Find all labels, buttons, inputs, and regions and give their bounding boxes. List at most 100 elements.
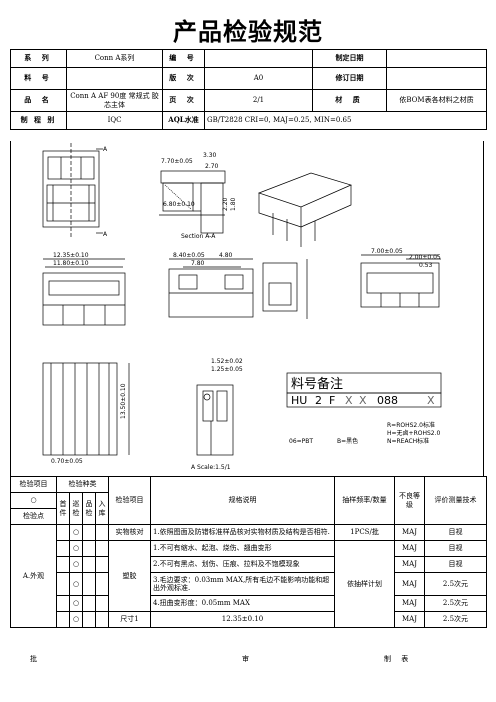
dim-270: 2.70: [205, 163, 219, 170]
process-label: 制 程 别: [10, 111, 67, 130]
material-value: 依BOM表各材料之材质: [386, 89, 487, 112]
dim-125: 1.25±0.05: [211, 366, 243, 373]
version-label: 版 次: [162, 67, 205, 90]
dim-1350: 13.50±0.10: [120, 383, 127, 419]
row-mark: ○: [69, 595, 83, 612]
row-method: 2.5次元: [424, 595, 487, 612]
series-value: Conn A系列: [66, 49, 163, 68]
dim-a-top: A: [103, 146, 108, 153]
version-value: A0: [204, 67, 313, 90]
part-code-7: X: [427, 394, 435, 407]
row-spec: 4.扭曲变形度：0.05mm MAX: [150, 595, 335, 612]
note-pbt: 06=PBT: [289, 438, 313, 445]
dim-840: 8.40±0.05: [173, 252, 205, 259]
footer-review: 审: [242, 655, 249, 663]
part-code-4: X: [345, 394, 353, 407]
row-level: MAJ: [394, 595, 425, 612]
dim-180: 1.80: [230, 197, 237, 211]
row-method: 2.5次元: [424, 572, 487, 596]
row-item: 塑胶: [108, 540, 151, 612]
dim-700: 7.00±0.05: [371, 248, 403, 255]
h-sub-2: 巡检: [69, 492, 83, 525]
h-check: 检验项目: [108, 476, 151, 525]
part-code-1: HU: [291, 394, 307, 407]
h-sub-1: 首件: [56, 492, 70, 525]
row-mark: ○: [69, 611, 83, 628]
row-spec: 1.不可有缩水、起泡、烧伤、翘曲变形: [150, 540, 335, 557]
footer-prepare: 制 表: [384, 655, 413, 663]
header-table: 系 列 Conn A系列 编 号 制定日期 料 号 版 次 A0 修订日期 品 …: [10, 49, 487, 130]
revise-value: [386, 67, 487, 90]
dim-330: 3.30: [203, 152, 217, 159]
dim-680: 6.80±0.10: [163, 201, 195, 208]
dim-780: 7.80: [191, 260, 205, 267]
inspection-table: 检验项目 检验种类 检验项目 规格说明 抽样频率/数量 不良等级 评价测量技术 …: [10, 476, 487, 628]
date-value: [386, 49, 487, 68]
technical-drawing: A A 7.70±0.05 3.30 2.70 6.80±0.10 2.20 1…: [42, 143, 442, 471]
row-level: MAJ: [394, 540, 425, 557]
group-label: A.外观: [10, 524, 57, 628]
code-label: 编 号: [162, 49, 205, 68]
row-spec: 2.不可有黑点、划伤、压痕、拉料及不饱模现象: [150, 556, 335, 573]
process-value: IQC: [66, 111, 163, 130]
material-no-label: 料 号: [10, 67, 67, 90]
name-value: Conn A AF 90度 常规式 胶芯主体: [66, 89, 163, 112]
section-label: Section A-A: [181, 233, 216, 240]
page-title: 产品检验规范: [173, 17, 323, 46]
row-mark: ○: [69, 540, 83, 557]
code-value: [204, 49, 313, 68]
row-mark: ○: [69, 556, 83, 573]
h-eval: 评价测量技术: [424, 476, 487, 525]
h-defect: 不良等级: [394, 476, 425, 525]
part-code-6: 088: [377, 394, 398, 407]
row-method: 目视: [424, 540, 487, 557]
part-code-2: 2: [315, 394, 322, 407]
row-method: 目视: [424, 556, 487, 573]
dim-200: 2.00±0.05: [409, 254, 441, 261]
h-sub-3: 品检: [82, 492, 96, 525]
row-sample: 依抽样计划: [334, 540, 395, 628]
dim-220: 2.20: [222, 197, 229, 211]
row-sample: 1PCS/批: [334, 524, 395, 541]
dim-152: 1.52±0.02: [211, 358, 243, 365]
part-code-3: F: [329, 394, 335, 407]
note-rohs-1: R=ROHS2.0标准: [387, 421, 435, 429]
row-item: 尺寸1: [108, 611, 151, 628]
dim-770: 7.70±0.05: [161, 158, 193, 165]
row-level: MAJ: [394, 611, 425, 628]
page-value: 2/1: [204, 89, 313, 112]
series-label: 系 列: [10, 49, 67, 68]
row-level: MAJ: [394, 524, 425, 541]
row-item: 实物核对: [108, 524, 151, 541]
dim-1235: 12.35±0.10: [53, 252, 89, 259]
dim-480: 4.80: [219, 252, 233, 259]
dim-053: 0.53: [419, 262, 433, 269]
drawing-area: A A 7.70±0.05 3.30 2.70 6.80±0.10 2.20 1…: [10, 141, 484, 477]
footer-approve: 批: [30, 655, 37, 663]
name-label: 品 名: [10, 89, 67, 112]
material-label: 材 质: [312, 89, 387, 112]
dim-1180: 11.80±0.10: [53, 260, 89, 267]
date-label: 制定日期: [312, 49, 387, 68]
note-rohs-2: H=无卤+ROHS2.0: [387, 429, 441, 437]
aql-value: GB/T2828 CRI=0, MAJ=0.25, MIN=0.65: [204, 111, 487, 130]
note-color: B=黑色: [337, 437, 358, 445]
h-sub-4: 入库: [95, 492, 109, 525]
row-level: MAJ: [394, 572, 425, 596]
h-sample: 抽样频率/数量: [334, 476, 395, 525]
h-spec: 规格说明: [150, 476, 335, 525]
scale-label: A Scale:1.5/1: [191, 464, 231, 471]
part-code-5: X: [359, 394, 367, 407]
row-mark: ○: [69, 572, 83, 596]
aql-label: AQL水准: [162, 111, 205, 130]
row-method: 目视: [424, 524, 487, 541]
row-mark: ○: [69, 524, 83, 541]
row-spec: 1.依照图面及防错标准样品核对实物材质及结构是否相符.: [150, 524, 335, 541]
row-level: MAJ: [394, 556, 425, 573]
dim-070: 0.70±0.05: [51, 458, 83, 465]
note-rohs-3: N=REACH标准: [387, 437, 429, 445]
h-circle: ○: [10, 492, 57, 509]
dim-a-bottom: A: [103, 231, 108, 238]
row-spec: 3.毛边要求：0.03mm MAX,所有毛边不能影响功能和超出外观标准.: [150, 572, 335, 596]
revise-label: 修订日期: [312, 67, 387, 90]
